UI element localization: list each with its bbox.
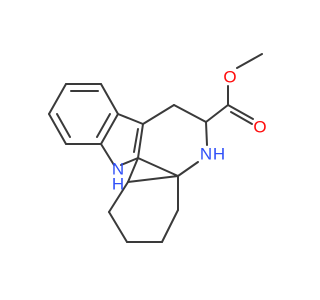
bond xyxy=(142,104,175,125)
bond xyxy=(108,181,129,213)
ring-nitrogen-label: N xyxy=(200,144,212,163)
structure-diagram: O O N H N H xyxy=(48,53,267,243)
bond xyxy=(48,113,67,145)
bond xyxy=(117,113,144,125)
bond xyxy=(120,157,139,166)
bond xyxy=(227,104,254,120)
double-bond-inner xyxy=(133,128,139,153)
indole-nitrogen-h-label: H xyxy=(112,174,124,193)
methyl-ester xyxy=(205,53,263,125)
bond xyxy=(177,161,199,177)
bond xyxy=(100,143,115,166)
piperidine-ring xyxy=(137,104,208,177)
ring-nitrogen-h-label: H xyxy=(213,144,225,163)
bond xyxy=(108,211,128,243)
bond xyxy=(100,83,119,115)
bond xyxy=(100,113,119,145)
ester-oxygen-label: O xyxy=(223,67,236,86)
cyclohexane-ring xyxy=(108,157,179,243)
bond xyxy=(173,104,207,123)
double-bond-inner xyxy=(96,113,111,138)
carbonyl-oxygen-label: O xyxy=(253,117,266,136)
bond xyxy=(127,175,179,183)
double-bond-inner xyxy=(230,111,253,125)
bond xyxy=(236,53,263,69)
bond xyxy=(137,123,144,159)
double-bond-inner xyxy=(56,113,71,138)
bond xyxy=(205,121,208,146)
atom-labels: O O N H N H xyxy=(112,67,267,193)
bond xyxy=(127,157,139,183)
bond xyxy=(161,209,179,243)
pyrrole-ring xyxy=(100,113,144,166)
bond xyxy=(48,83,67,115)
benzene-ring xyxy=(48,83,119,145)
bond xyxy=(205,104,229,123)
molecule-canvas: O O N H N H xyxy=(48,53,267,243)
indole-nitrogen-label: N xyxy=(112,159,124,178)
bond xyxy=(137,157,179,177)
